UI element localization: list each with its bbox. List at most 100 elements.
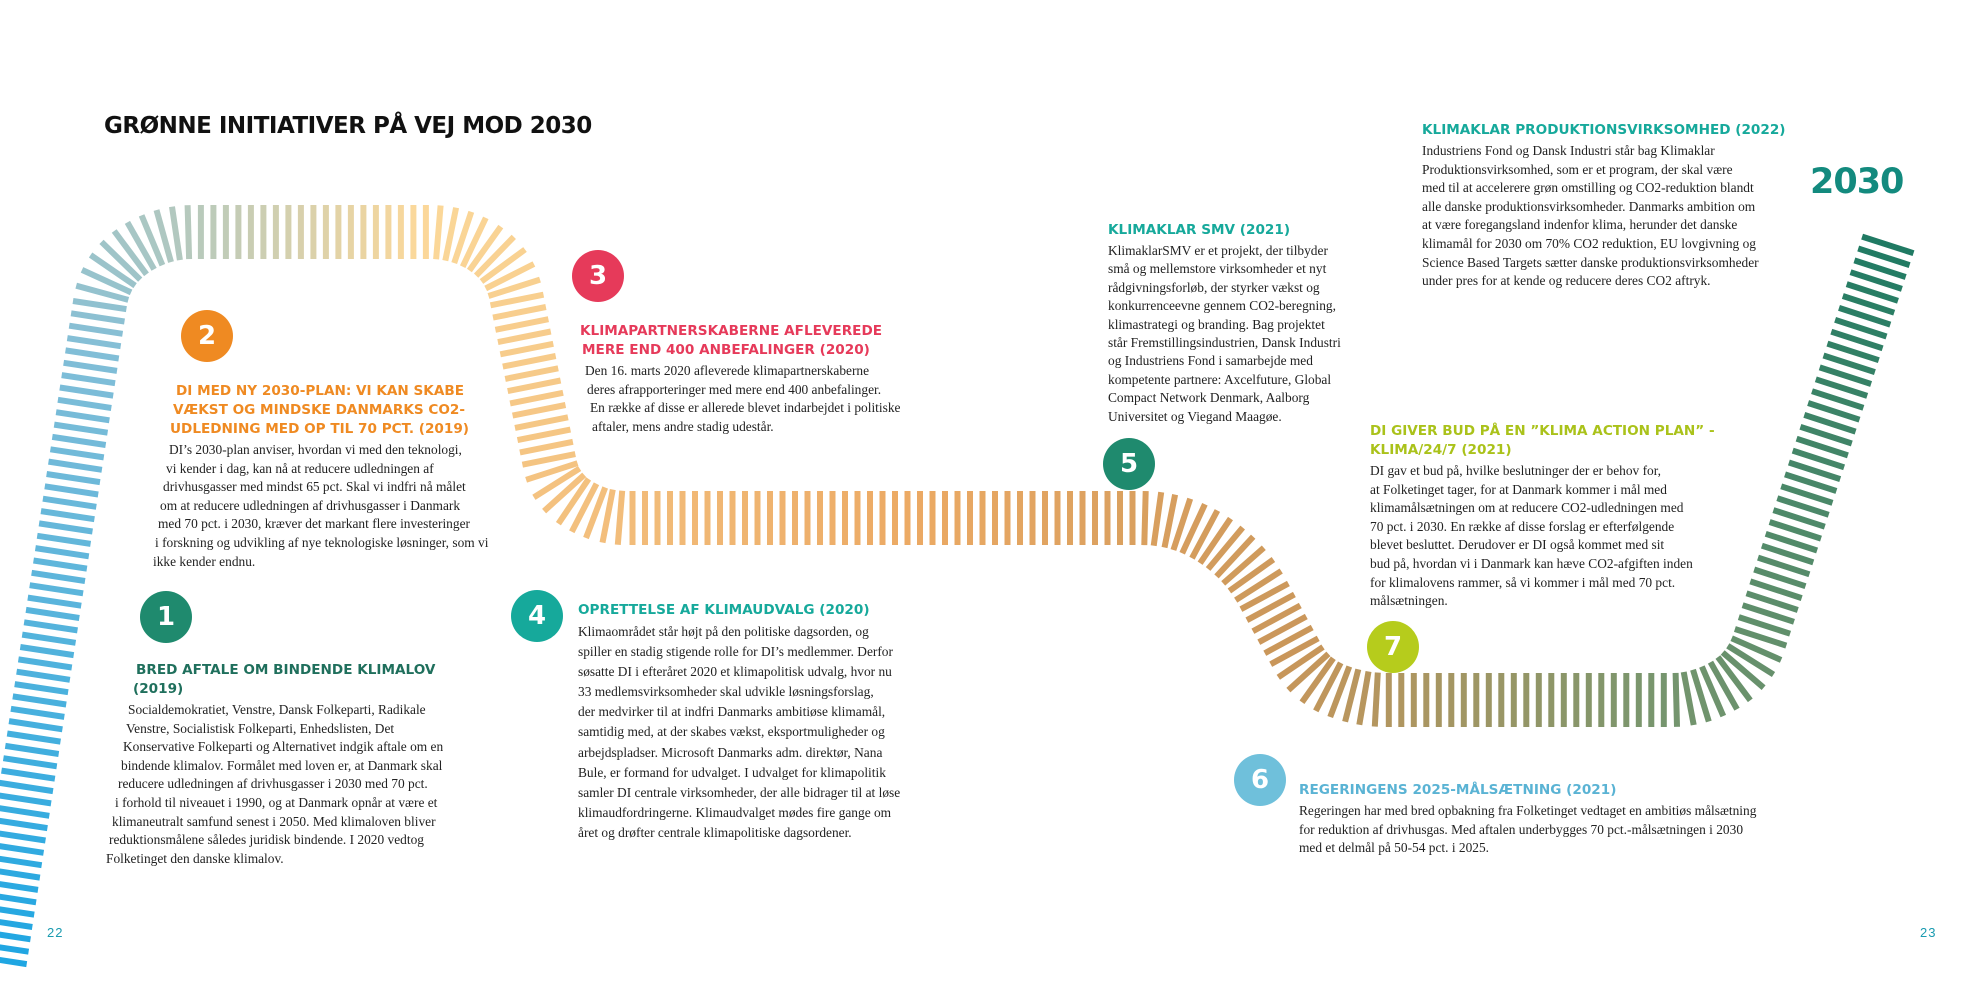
road-stripe	[1807, 400, 1861, 423]
milestone-7-body: DI gav et bud på, hvilke beslutninger de…	[1370, 463, 1693, 609]
milestone-3-body: Den 16. marts 2020 afleverede klimapartn…	[585, 363, 901, 434]
page-title: GRØNNE INITIATIVER PÅ VEJ MOD 2030	[104, 113, 592, 139]
road-stripe	[442, 207, 460, 262]
road-stripe	[1150, 491, 1165, 547]
road-stripe	[484, 261, 536, 292]
road-stripe	[1861, 233, 1915, 257]
road-stripe	[0, 931, 31, 943]
road-stripe	[492, 304, 547, 321]
road-stripe	[1826, 340, 1880, 364]
road-stripe	[8, 718, 63, 733]
road-stripe	[1822, 352, 1876, 375]
road-stripe	[42, 495, 97, 510]
road-stripe	[1672, 672, 1680, 727]
milestone-5-title: KLIMAKLAR SMV (2021)	[1108, 222, 1291, 238]
road-stripe	[459, 216, 489, 268]
road-stripe	[169, 206, 183, 261]
milestone-6: REGERINGENS 2025-MÅLSÆTNING (2021) Reger…	[1299, 781, 1756, 858]
road-stripe	[31, 569, 86, 584]
road-stripe	[599, 489, 616, 544]
road-stripe	[65, 347, 120, 362]
road-stripe	[1286, 651, 1331, 693]
milestone-3-title: KLIMAPARTNERSKABERNE AFLEVEREDE MERE END…	[580, 323, 883, 358]
road-stripe	[516, 426, 571, 444]
road-stripe	[0, 817, 48, 832]
road-stripe	[542, 472, 587, 514]
road-stripe	[46, 471, 101, 486]
road-stripe	[1263, 624, 1314, 656]
milestone-8-body: Industriens Fond og Dansk Industri står …	[1422, 143, 1759, 289]
road-stripe	[0, 843, 45, 856]
road-stripe	[53, 421, 109, 436]
road-stripe	[1780, 483, 1834, 506]
road-stripe	[507, 377, 562, 395]
milestone-1-title: BRED AFTALE OM BINDENDE KLIMALOV (2019)	[133, 662, 436, 697]
road-stripe	[2, 755, 58, 770]
road-stripe	[1803, 412, 1857, 435]
road-stripe	[1830, 328, 1884, 352]
road-stripe	[1853, 257, 1907, 280]
road-stripe	[72, 298, 127, 313]
road-stripe	[1707, 660, 1740, 711]
road-stripe	[124, 220, 157, 271]
road-stripe	[36, 532, 92, 547]
road-stripe	[23, 619, 78, 634]
road-stripe	[33, 557, 88, 572]
road-stripe	[1356, 670, 1372, 726]
road-stripe	[512, 402, 567, 419]
road-stripe	[184, 205, 193, 260]
road-stripe	[1818, 364, 1873, 387]
road-stripe	[1197, 516, 1233, 565]
road-stripe	[1680, 671, 1697, 726]
road-stripe	[12, 693, 67, 708]
road-stripe	[16, 668, 71, 683]
road-stripe	[479, 247, 527, 284]
road-stripe	[1227, 557, 1276, 594]
road-stripe	[19, 644, 75, 659]
page-number-right: 23	[1920, 925, 1937, 940]
road-stripe	[1, 767, 56, 782]
road-stripe	[68, 322, 124, 337]
road-stripe	[487, 276, 541, 299]
road-stripe	[0, 893, 37, 906]
road-stripe	[6, 730, 61, 745]
road-stripe	[1720, 650, 1766, 690]
road-stripe	[1772, 507, 1826, 530]
milestone-6-number-badge: 6	[1234, 754, 1286, 806]
road-stripe	[1737, 614, 1792, 637]
milestone-1-body: Socialdemokratiet, Venstre, Dansk Folkep…	[106, 702, 444, 866]
road-stripe	[0, 881, 39, 893]
milestone-1: BRED AFTALE OM BINDENDE KLIMALOV (2019) …	[104, 661, 443, 868]
road-stripe	[25, 606, 80, 621]
road-stripe	[38, 520, 93, 535]
road-stripe	[1764, 530, 1819, 554]
milestone-3: KLIMAPARTNERSKABERNE AFLEVEREDE MERE END…	[578, 322, 900, 436]
road-stripe	[1757, 554, 1811, 578]
road-stripe	[49, 446, 105, 461]
milestone-3-number-badge: 3	[572, 250, 624, 302]
road-stripe	[14, 681, 69, 696]
road-stripe	[44, 483, 99, 498]
road-stripe	[489, 291, 545, 309]
road-stripe	[0, 906, 35, 918]
road-stripe	[0, 792, 52, 807]
road-stripe	[583, 486, 609, 540]
road-stripe	[80, 267, 133, 296]
milestone-5-body: KlimaklarSMV er et projekt, der tilbyder…	[1108, 243, 1341, 424]
road-stripe	[1205, 525, 1246, 571]
road-stripe	[57, 396, 112, 411]
road-stripe	[1257, 613, 1308, 645]
milestone-7-number-badge: 7	[1367, 621, 1419, 673]
road-stripe	[1787, 459, 1842, 482]
year-2030-marker: 2030	[1810, 162, 1904, 202]
road-stripe	[29, 582, 84, 597]
road-stripe	[1741, 602, 1795, 625]
milestone-2-number-badge: 2	[181, 310, 233, 362]
road-stripe	[473, 234, 516, 278]
road-stripe	[48, 458, 103, 473]
road-stripe	[1234, 568, 1283, 603]
milestone-5: KLIMAKLAR SMV (2021) KlimaklarSMV er et …	[1108, 221, 1341, 426]
road-stripe	[497, 328, 552, 346]
road-stripe	[1342, 668, 1362, 723]
road-stripe	[1299, 656, 1336, 705]
